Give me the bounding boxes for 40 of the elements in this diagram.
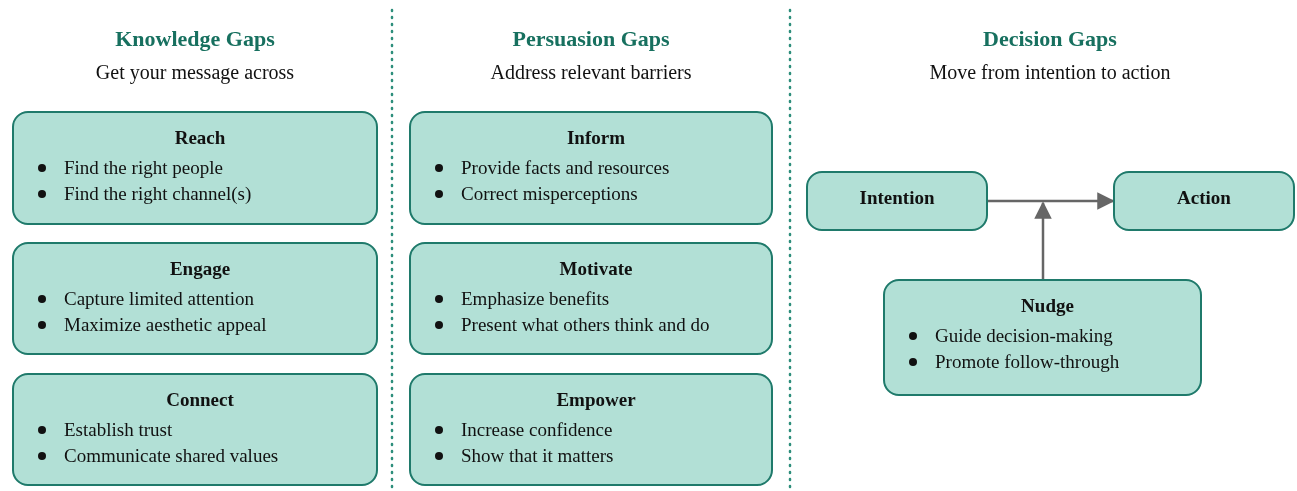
- arrow: [988, 192, 1115, 210]
- box-title: Reach: [173, 127, 227, 149]
- box-title: Empower: [555, 389, 637, 411]
- bullet-text: Capture limited attention: [64, 287, 254, 311]
- box-title: Engage: [168, 258, 232, 280]
- box-title: Inform: [565, 127, 627, 149]
- column-subtitle: Get your message across: [95, 61, 295, 84]
- arrow: [1034, 201, 1052, 279]
- column-subtitle: Move from intention to action: [929, 61, 1171, 84]
- process-box: [806, 171, 988, 231]
- card-box: [12, 373, 378, 486]
- bullet-text: Find the right channel(s): [64, 182, 252, 206]
- box-title: Motivate: [558, 258, 634, 280]
- bullet-text: Correct misperceptions: [461, 182, 638, 206]
- card-box: [409, 242, 773, 355]
- column-heading: Knowledge Gaps: [115, 26, 275, 52]
- box-title: Intention: [859, 187, 935, 209]
- bullet-text: Promote follow-through: [935, 350, 1120, 374]
- column-heading: Persuasion Gaps: [512, 26, 670, 52]
- bullet-text: Communicate shared values: [64, 444, 279, 468]
- bullet-text: Present what others think and do: [461, 313, 710, 337]
- bullet-text: Increase confidence: [461, 418, 613, 442]
- card-box: [12, 242, 378, 355]
- bullet-text: Emphasize benefits: [461, 287, 610, 311]
- bullet-text: Maximize aesthetic appeal: [64, 313, 267, 337]
- card-box: [409, 111, 773, 225]
- bullet-text: Find the right people: [64, 156, 223, 180]
- process-box: [1113, 171, 1295, 231]
- column-subtitle: Address relevant barriers: [490, 61, 692, 84]
- bullet-text: Show that it matters: [461, 444, 614, 468]
- bullet-text: Establish trust: [64, 418, 173, 442]
- column-heading: Decision Gaps: [983, 26, 1117, 52]
- card-box: [12, 111, 378, 225]
- card-box: [409, 373, 773, 486]
- box-title: Connect: [165, 389, 235, 411]
- box-title: Action: [1177, 187, 1231, 209]
- card-box: [883, 279, 1202, 396]
- bullet-text: Provide facts and resources: [461, 156, 670, 180]
- box-title: Nudge: [1020, 295, 1075, 317]
- bullet-text: Guide decision-making: [935, 324, 1113, 348]
